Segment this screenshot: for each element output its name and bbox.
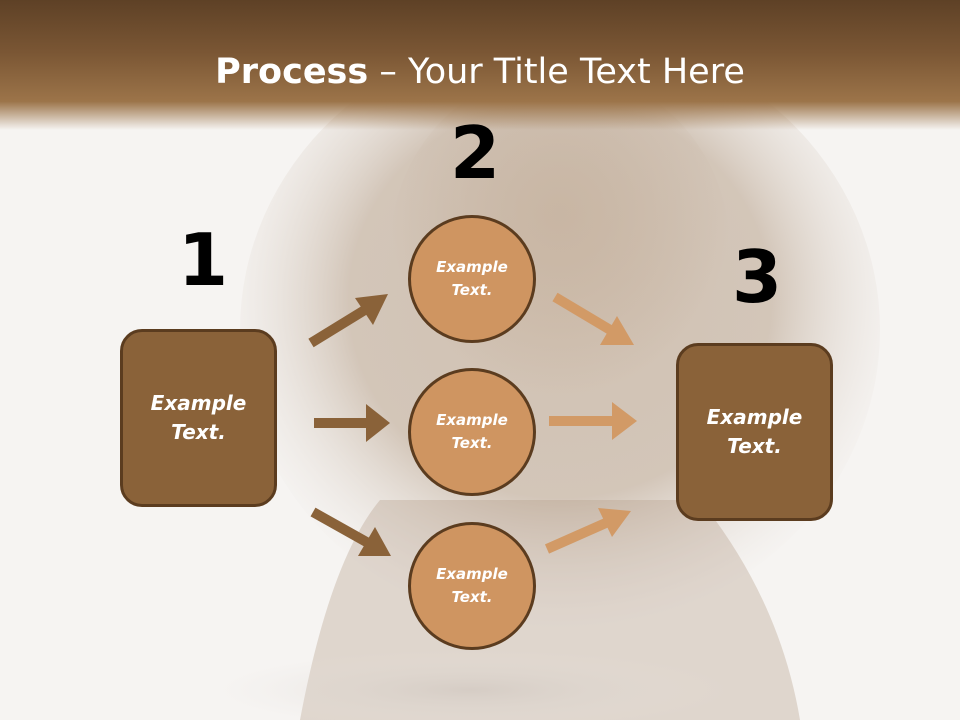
step1-box: Example Text. (120, 329, 277, 507)
slide-title: Process – Your Title Text Here (0, 52, 960, 92)
circle2-text-line1: Example (436, 411, 508, 429)
circle1-text-line1: Example (436, 258, 508, 276)
circle3-text-line2: Text. (451, 588, 493, 606)
step1-box-text-line2: Text. (171, 420, 226, 444)
step2-circle-2: Example Text. (408, 368, 536, 496)
arrow-box1-to-circle3 (310, 507, 391, 556)
arrow-circle3-to-box3 (544, 508, 631, 554)
step3-box: Example Text. (676, 343, 833, 521)
step-number-3: 3 (732, 235, 783, 319)
circle2-text-line2: Text. (451, 434, 493, 452)
step2-circle-1: Example Text. (408, 215, 536, 343)
step-number-2: 2 (450, 111, 501, 195)
title-rest: – Your Title Text Here (368, 52, 745, 92)
step2-circle-3: Example Text. (408, 522, 536, 650)
arrow-box1-to-circle1 (308, 294, 388, 348)
arrow-circle1-to-box3 (552, 292, 634, 345)
step1-box-text-line1: Example (150, 391, 247, 415)
step3-box-text-line2: Text. (727, 434, 782, 458)
step-number-1: 1 (178, 218, 229, 302)
circle1-text-line2: Text. (451, 281, 493, 299)
arrow-box1-to-circle2 (314, 404, 390, 442)
title-bold: Process (215, 52, 369, 92)
circle3-text-line1: Example (436, 565, 508, 583)
step3-box-text-line1: Example (706, 405, 803, 429)
title-band (0, 0, 960, 130)
arrow-circle2-to-box3 (549, 402, 637, 440)
